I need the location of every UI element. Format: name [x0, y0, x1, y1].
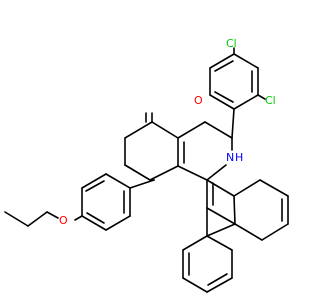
- bond: [129, 179, 155, 189]
- bond: [4, 211, 29, 227]
- bond: [207, 273, 228, 286]
- bond: [233, 94, 259, 110]
- oxygen-label-carbonyl: O: [194, 94, 203, 107]
- bond: [206, 223, 236, 237]
- bonds: [4, 47, 289, 293]
- chlorine-label-ortho: Cl: [265, 94, 276, 107]
- bond: [46, 211, 59, 219]
- bond: [206, 277, 233, 293]
- bond: [233, 195, 236, 225]
- bond: [81, 215, 107, 231]
- bond: [231, 108, 235, 139]
- bond: [151, 121, 179, 139]
- bond: [177, 165, 208, 181]
- bond: [234, 223, 263, 241]
- bond: [206, 235, 233, 251]
- bond: [86, 212, 105, 224]
- bond: [209, 53, 235, 69]
- bond: [105, 173, 131, 189]
- bond: [74, 215, 83, 221]
- bond: [214, 60, 234, 72]
- nitrogen-label-amine: N: [226, 151, 234, 164]
- bond: [85, 180, 105, 192]
- bond: [81, 173, 107, 189]
- bond: [124, 164, 151, 181]
- bond: [214, 91, 234, 103]
- bond: [206, 179, 235, 197]
- bond: [105, 215, 131, 231]
- oxygen-label-ether: O: [59, 214, 68, 227]
- bond: [182, 235, 208, 251]
- bond: [206, 164, 227, 181]
- bond: [27, 211, 48, 227]
- hydrogen-label-amine: H: [235, 151, 243, 164]
- bond: [261, 223, 289, 241]
- bond: [233, 53, 259, 69]
- bond: [206, 207, 236, 225]
- canvas-background: [0, 0, 300, 300]
- bond: [257, 94, 266, 100]
- bond: [149, 165, 179, 181]
- bond: [177, 121, 206, 139]
- bond: [209, 94, 235, 110]
- bond: [204, 121, 233, 139]
- bond: [124, 121, 153, 139]
- chlorine-label-para: Cl: [226, 37, 237, 50]
- bond: [259, 179, 289, 197]
- bond: [182, 277, 208, 293]
- bond: [233, 179, 261, 197]
- chemical-structure-diagram: Cl Cl O N H O: [0, 0, 300, 300]
